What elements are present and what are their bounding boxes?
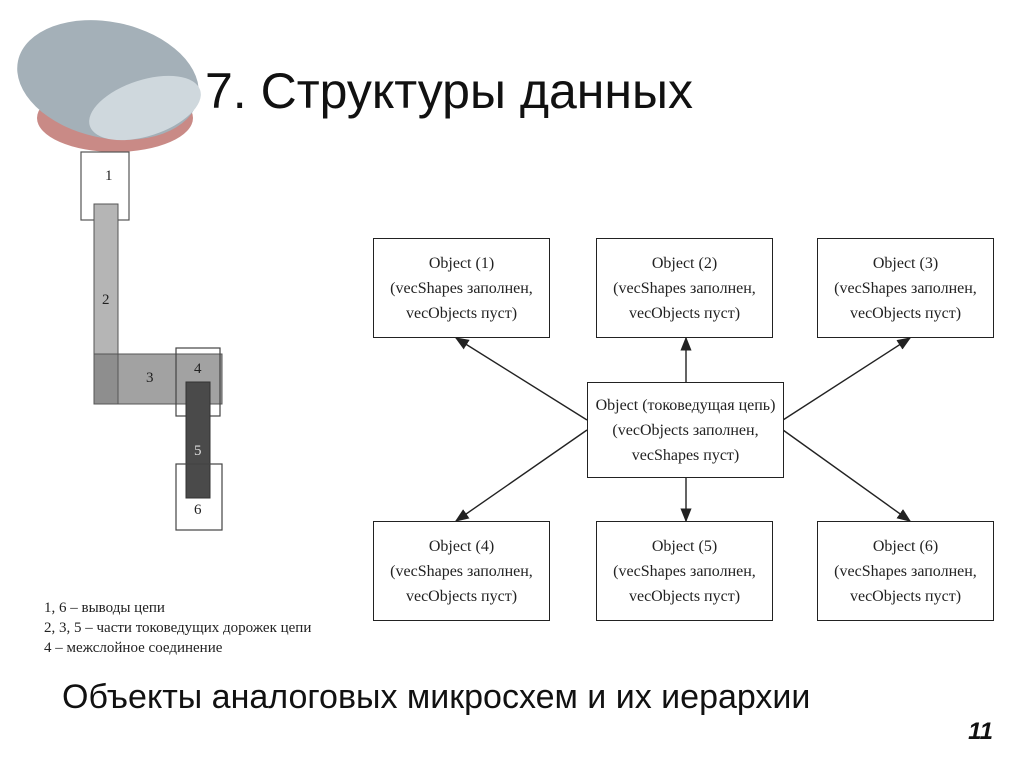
label-2: 2 bbox=[102, 292, 110, 308]
arrow-to-object-1 bbox=[454, 337, 588, 421]
object-center-line2: (vecObjects заполнен, bbox=[612, 421, 759, 439]
object-4-line1: Object (4) bbox=[428, 537, 495, 555]
object-3-line3: vecObjects пуст) bbox=[849, 304, 962, 322]
arrow-to-object-4 bbox=[454, 429, 588, 522]
label-4: 4 bbox=[194, 361, 202, 377]
object-3-line1: Object (3) bbox=[872, 254, 939, 272]
legend-item: 1, 6 – выводы цепи bbox=[44, 600, 165, 616]
object-1-line3: vecObjects пуст) bbox=[405, 304, 518, 322]
object-6-line3: vecObjects пуст) bbox=[849, 587, 962, 605]
object-5-line3: vecObjects пуст) bbox=[628, 587, 741, 605]
object-4: Object (4) (vecShapes заполнен, vecObjec… bbox=[373, 521, 550, 621]
slide-caption: Объекты аналоговых микросхем и их иерарх… bbox=[62, 678, 811, 716]
decorative-ellipses bbox=[17, 20, 201, 152]
object-2-line1: Object (2) bbox=[651, 254, 718, 272]
legend-item: 2, 3, 5 – части токоведущих дорожек цепи bbox=[44, 620, 312, 636]
label-3: 3 bbox=[146, 370, 154, 386]
object-6-line1: Object (6) bbox=[872, 537, 939, 555]
object-5-line2: (vecShapes заполнен, bbox=[613, 562, 756, 580]
pad-6 bbox=[175, 463, 223, 531]
object-1: Object (1) (vecShapes заполнен, vecObjec… bbox=[373, 238, 550, 338]
object-3: Object (3) (vecShapes заполнен, vecObjec… bbox=[817, 238, 994, 338]
object-6-line2: (vecShapes заполнен, bbox=[834, 562, 977, 580]
arrow-to-object-3 bbox=[782, 337, 912, 421]
object-1-line1: Object (1) bbox=[428, 254, 495, 272]
legend-item: 4 – межслойное соединение bbox=[44, 640, 223, 656]
object-center: Object (токоведущая цепь) (vecObjects за… bbox=[587, 382, 784, 478]
legend: 1, 6 – выводы цепи 2, 3, 5 – части токов… bbox=[44, 598, 311, 658]
arrow-to-object-6 bbox=[782, 429, 912, 522]
label-5: 5 bbox=[194, 443, 202, 459]
object-center-line3: vecShapes пуст) bbox=[631, 446, 740, 464]
object-6: Object (6) (vecShapes заполнен, vecObjec… bbox=[817, 521, 994, 621]
track-5 bbox=[185, 381, 211, 499]
object-4-line3: vecObjects пуст) bbox=[405, 587, 518, 605]
label-1: 1 bbox=[105, 168, 113, 184]
page-number: 11 bbox=[968, 718, 993, 745]
object-2: Object (2) (vecShapes заполнен, vecObjec… bbox=[596, 238, 773, 338]
object-5: Object (5) (vecShapes заполнен, vecObjec… bbox=[596, 521, 773, 621]
object-3-line2: (vecShapes заполнен, bbox=[834, 279, 977, 297]
ellipse-light bbox=[89, 75, 201, 141]
object-center-line1: Object (токоведущая цепь) bbox=[595, 396, 776, 414]
slide-title: 7. Структуры данных bbox=[205, 63, 693, 119]
object-2-line3: vecObjects пуст) bbox=[628, 304, 741, 322]
object-4-line2: (vecShapes заполнен, bbox=[390, 562, 533, 580]
object-2-line2: (vecShapes заполнен, bbox=[613, 279, 756, 297]
track-corner bbox=[93, 353, 119, 405]
object-5-line1: Object (5) bbox=[651, 537, 718, 555]
label-6: 6 bbox=[194, 502, 202, 518]
object-1-line2: (vecShapes заполнен, bbox=[390, 279, 533, 297]
layout-figure: 1 2 3 4 5 6 bbox=[80, 151, 223, 531]
